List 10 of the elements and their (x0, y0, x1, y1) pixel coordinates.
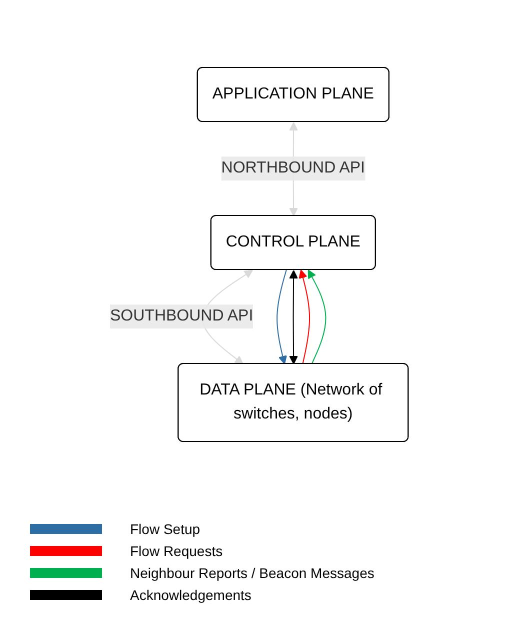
arrow (290, 270, 298, 364)
legend-label: Neighbour Reports / Beacon Messages (130, 565, 374, 581)
legend-label: Acknowledgements (130, 587, 252, 603)
arrow (299, 270, 310, 364)
arrow (308, 270, 327, 364)
edge-label: NORTHBOUND API (222, 160, 366, 176)
arrow (276, 270, 288, 364)
edge-label: SOUTHBOUND API (110, 308, 254, 324)
legend-label: Flow Setup (130, 521, 200, 537)
legend-label: Flow Requests (130, 543, 223, 559)
